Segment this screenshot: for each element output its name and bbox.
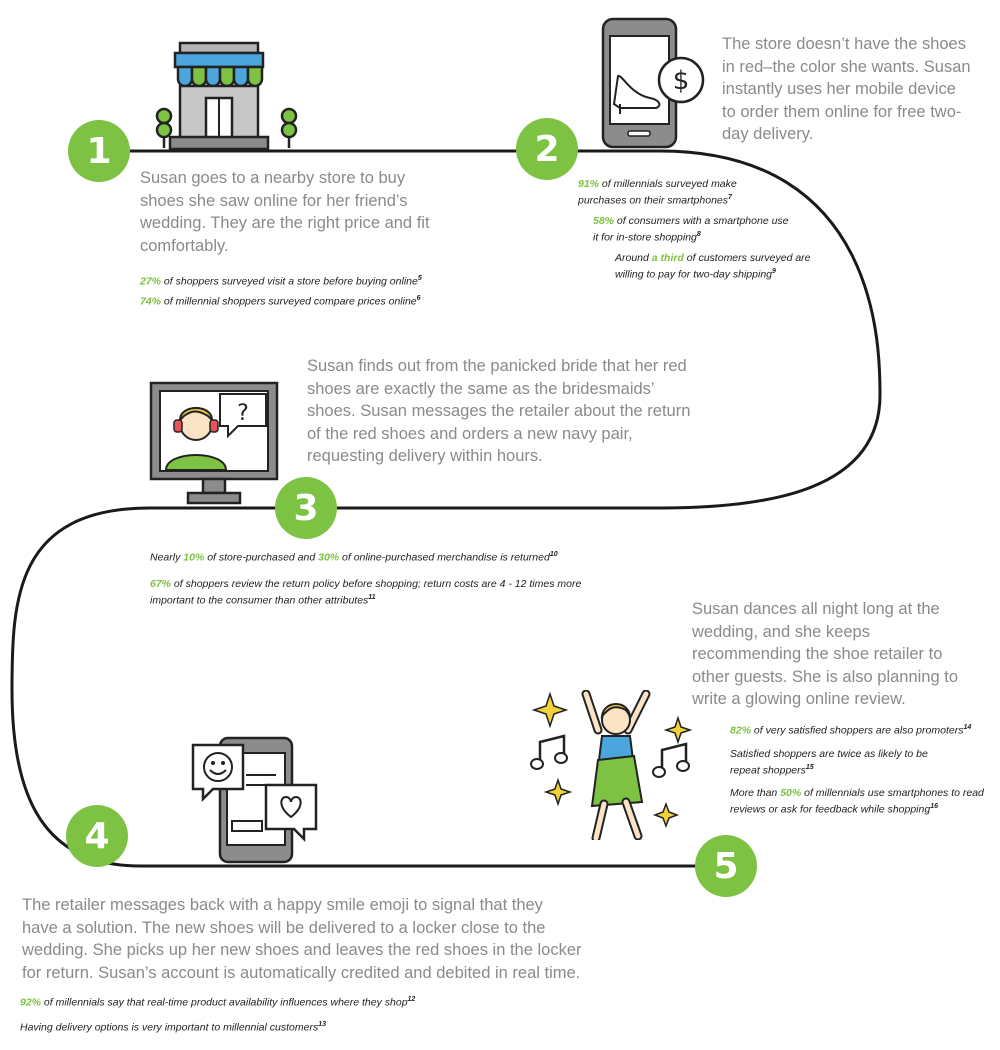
step-1-stat-1: 27% of shoppers surveyed visit a store b… [140,275,422,288]
step-2-stat-1: 91% of millennials surveyed make purchas… [578,178,737,207]
step-5-stat-1: 82% of very satisfied shoppers are also … [730,724,972,737]
support-monitor-icon: ? [149,381,279,505]
step-4-stat-2: Having delivery options is very importan… [20,1021,327,1034]
step-3-stat-2: 67% of shoppers review the return policy… [150,578,582,607]
step-1-story: Susan goes to a nearby store to buy shoe… [140,169,430,255]
store-icon [155,41,298,151]
step-5-stat-3: More than 50% of millennials use smartph… [730,787,984,816]
dancing-woman-icon [530,690,693,840]
step-2-stat-2: 58% of consumers with a smartphone use i… [593,215,789,244]
phone-chat-icon [191,736,318,864]
step-5-badge: 5 [695,835,757,897]
step-5-story: Susan dances all night long at the weddi… [692,600,959,708]
step-1-stat-2: 74% of millennial shoppers surveyed comp… [140,295,421,308]
step-2-badge: 2 [516,118,578,180]
svg-text:$: $ [673,66,690,96]
step-4-stat-1: 92% of millennials say that real-time pr… [20,996,416,1009]
step-3-story: Susan finds out from the panicked bride … [307,357,691,465]
smartphone-shoe-icon: $ [601,17,705,149]
step-2-story: The store doesn’t have the shoes in red–… [722,35,971,143]
step-5-stat-2: Satisfied shoppers are twice as likely t… [730,748,928,777]
step-1-badge: 1 [68,120,130,182]
step-4-story: The retailer messages back with a happy … [22,896,582,982]
step-2-stat-3: Around a third of customers surveyed are… [615,252,811,281]
step-3-stat-1: Nearly 10% of store-purchased and 30% of… [150,551,558,564]
svg-text:?: ? [237,401,249,426]
step-4-badge: 4 [66,805,128,867]
step-3-badge: 3 [275,477,337,539]
